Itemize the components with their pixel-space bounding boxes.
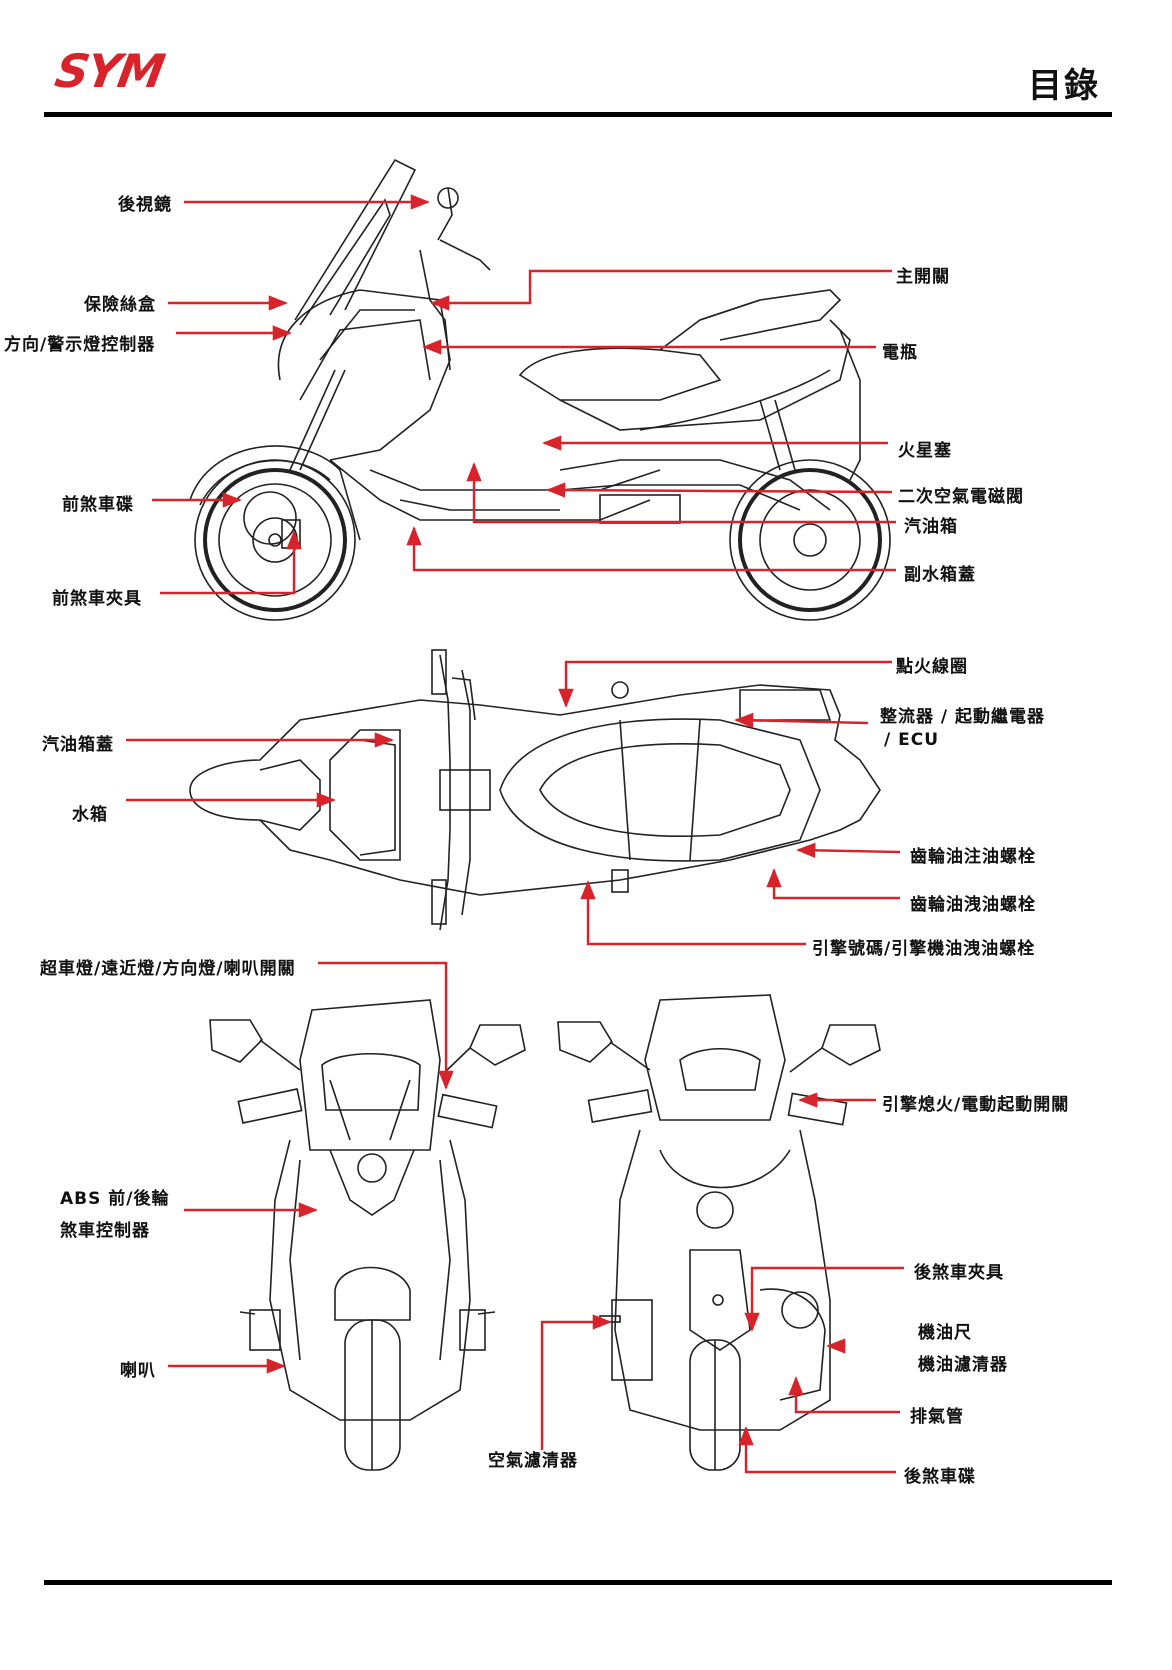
label-reserve-tank-cap: 副水箱蓋 [904, 565, 976, 585]
page-title: 目錄 [1028, 66, 1100, 106]
leader-main-switch [430, 269, 892, 311]
label-spark-plug: 火星塞 [898, 441, 952, 461]
label-front-brake-disc: 前煞車碟 [62, 495, 134, 515]
leader-handlebar-switches [318, 961, 454, 1090]
label-exhaust: 排氣管 [910, 1407, 964, 1427]
label-regulator-relay: 整流器 / 起動繼電器 [880, 707, 1046, 727]
front-view-scooter [209, 999, 526, 1471]
label-ecu: / ECU [884, 730, 940, 750]
label-secondary-air-valve: 二次空氣電磁閥 [898, 487, 1024, 507]
label-turn-hazard-controller: 方向/警示燈控制器 [4, 335, 156, 355]
leader-fuel-tank [466, 462, 896, 524]
label-horn: 喇叭 [120, 1361, 156, 1381]
leader-secondary-air [546, 482, 893, 498]
label-abs-line1: ABS 前/後輪 [60, 1189, 170, 1209]
label-front-brake-caliper: 前煞車夾具 [52, 589, 142, 609]
label-abs-line2: 煞車控制器 [60, 1221, 150, 1241]
label-battery: 電瓶 [882, 343, 918, 363]
leader-rear-brake-caliper [744, 1266, 904, 1332]
leader-gear-oil-fill [796, 842, 901, 859]
label-oil-filter: 機油濾清器 [918, 1355, 1008, 1375]
label-rear-brake-disc: 後煞車碟 [904, 1467, 976, 1487]
leader-exhaust [788, 1376, 900, 1414]
header-rule [44, 112, 1112, 117]
label-engine-number-drain: 引擎號碼/引擎機油洩油螺栓 [812, 939, 1036, 959]
leader-front-brake-caliper [160, 530, 302, 595]
leader-ignition-coil [558, 660, 892, 708]
label-gear-oil-fill-bolt: 齒輪油注油螺栓 [910, 847, 1036, 867]
rear-view-scooter [557, 994, 881, 1471]
top-view-scooter [189, 649, 881, 931]
label-oil-dipstick: 機油尺 [918, 1323, 972, 1343]
side-view-scooter [189, 158, 891, 621]
leader-rear-brake-disc [738, 1426, 896, 1474]
leader-air-cleaner [540, 1314, 612, 1450]
leader-reserve-tank-cap [406, 526, 896, 572]
label-radiator: 水箱 [72, 805, 108, 825]
label-kill-start-switch: 引擎熄火/電動起動開關 [882, 1095, 1070, 1115]
leader-gear-oil-drain [766, 868, 900, 900]
leader-regulator [734, 712, 869, 729]
label-rearview-mirror: 後視鏡 [118, 195, 172, 215]
label-handlebar-switches: 超車燈/遠近燈/方向燈/喇叭開關 [40, 959, 296, 979]
label-fuel-tank-cap: 汽油箱蓋 [42, 735, 114, 755]
label-rear-brake-caliper: 後煞車夾具 [914, 1263, 1004, 1283]
footer-rule [44, 1580, 1112, 1585]
label-air-cleaner: 空氣濾清器 [488, 1451, 578, 1471]
label-fuse-box: 保險絲盒 [84, 295, 156, 315]
brand-logo: SYM [51, 44, 167, 98]
label-fuel-tank: 汽油箱 [904, 517, 958, 537]
leader-engine-number [580, 880, 806, 946]
label-main-switch: 主開關 [896, 267, 950, 287]
leader-lines [126, 194, 904, 1474]
label-ignition-coil: 點火線圈 [896, 657, 968, 677]
label-gear-oil-drain-bolt: 齒輪油洩油螺栓 [910, 895, 1036, 915]
